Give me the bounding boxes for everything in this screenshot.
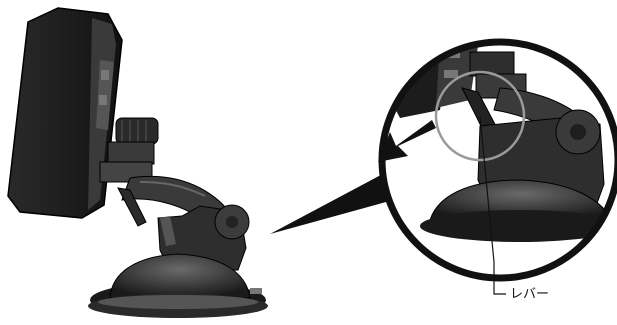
lever-label: レバー: [510, 287, 549, 302]
mounted-device: [8, 8, 268, 318]
magnified-view: [370, 40, 617, 278]
suction-cup-base: [88, 254, 268, 318]
navigation-device: [8, 8, 122, 218]
